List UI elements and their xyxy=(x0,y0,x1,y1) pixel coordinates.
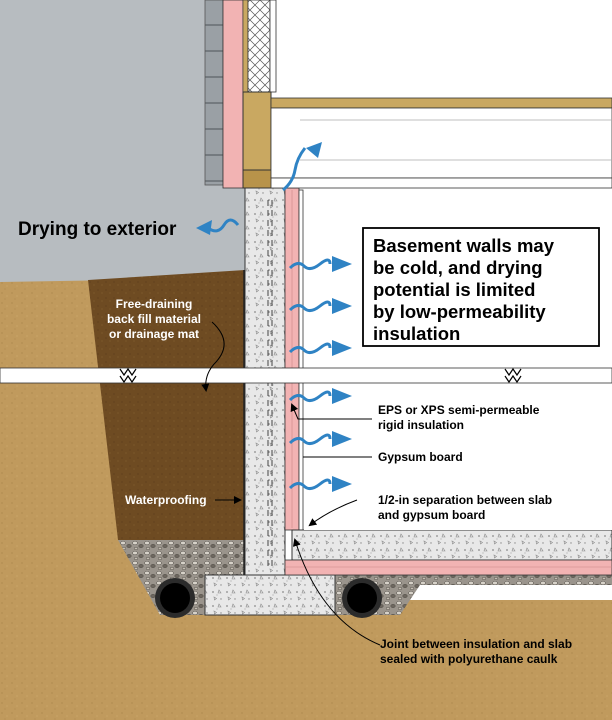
separation-label-2: and gypsum board xyxy=(378,508,485,522)
backfill-label-1: Free-draining xyxy=(116,297,193,311)
soil-under-slab xyxy=(155,600,612,720)
drying-arrow-5 xyxy=(288,433,332,446)
drain-pipe-exterior xyxy=(155,578,195,618)
drain-pipe-interior xyxy=(342,578,382,618)
drying-arrow-1 xyxy=(288,258,332,271)
batt-insulation xyxy=(247,0,271,93)
footing xyxy=(204,574,336,616)
drying-arrow-3 xyxy=(288,342,332,355)
rim-joist xyxy=(242,91,272,171)
callout-line-2: be cold, and drying xyxy=(373,257,543,278)
concrete-slab xyxy=(291,529,612,561)
drying-exterior-label: Drying to exterior xyxy=(18,219,177,240)
backfill-material xyxy=(88,270,245,540)
section-break xyxy=(0,367,612,384)
backfill-label-3: or drainage mat xyxy=(109,327,199,341)
drying-arrow-exterior xyxy=(207,218,240,233)
drying-arrow-6 xyxy=(288,478,332,491)
drying-arrow-2 xyxy=(288,300,332,313)
callout-line-1: Basement walls may xyxy=(373,235,555,256)
drying-arrow-up xyxy=(282,147,307,192)
gypsum-board xyxy=(298,189,304,531)
gypsum-label: Gypsum board xyxy=(378,450,463,464)
under-slab-insulation xyxy=(284,559,612,576)
callout-box xyxy=(362,227,600,347)
drying-arrow-4 xyxy=(288,390,332,403)
callout-line-5: insulation xyxy=(373,323,460,344)
callout-line-3: potential is limited xyxy=(373,279,535,300)
waterproofing-label: Waterproofing xyxy=(125,493,207,507)
separation-label-1: 1/2-in separation between slab xyxy=(378,493,552,507)
sky-background xyxy=(0,0,245,285)
eps-label-1: EPS or XPS semi-permeable xyxy=(378,403,540,417)
floor-joist xyxy=(270,107,612,179)
exterior-siding xyxy=(204,0,224,186)
backfill-label-2: back fill material xyxy=(107,312,201,326)
callout-line-4: by low-permeability xyxy=(373,301,546,322)
eps-label-2: rigid insulation xyxy=(378,418,464,432)
joint-label-1: Joint between insulation and slab xyxy=(380,637,572,651)
subfloor xyxy=(270,97,612,109)
joint-label-2: sealed with polyurethane caulk xyxy=(380,652,558,666)
